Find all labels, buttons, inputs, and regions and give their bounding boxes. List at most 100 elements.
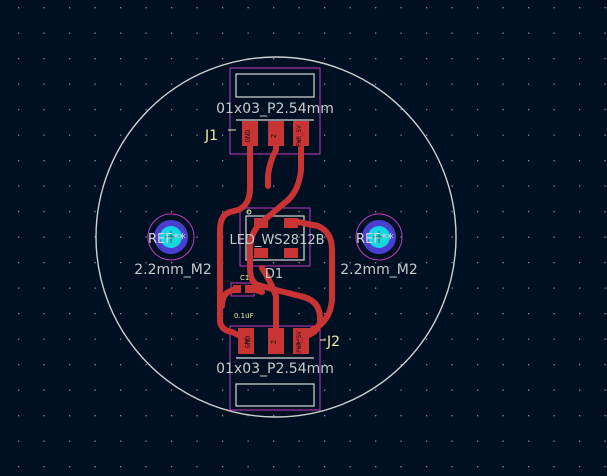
- grid-dot: [502, 466, 504, 468]
- grid-dot: [298, 313, 300, 315]
- grid-dot: [222, 466, 224, 468]
- grid-dot: [477, 7, 479, 9]
- grid-dot: [18, 440, 20, 442]
- grid-dot: [69, 83, 71, 85]
- pad-layer[interactable]: [233, 121, 309, 354]
- grid-dot: [579, 7, 581, 9]
- grid-dot: [502, 134, 504, 136]
- grid-dot: [145, 134, 147, 136]
- grid-dot: [579, 160, 581, 162]
- j1-pad-2: [268, 121, 284, 146]
- grid-dot: [196, 364, 198, 366]
- grid-dot: [451, 58, 453, 60]
- grid-dot: [579, 236, 581, 238]
- grid-dot: [171, 440, 173, 442]
- grid-dot: [477, 262, 479, 264]
- grid-dot: [222, 415, 224, 417]
- grid-dot: [579, 211, 581, 213]
- grid-dot: [120, 262, 122, 264]
- board-outline[interactable]: [95, 56, 457, 418]
- grid-dot: [298, 211, 300, 213]
- grid-dot: [43, 415, 45, 417]
- grid-dots: [18, 7, 606, 468]
- grid-dot: [247, 466, 249, 468]
- hole-right-ref: REF**: [356, 232, 394, 247]
- grid-dot: [426, 7, 428, 9]
- grid-dot: [349, 287, 351, 289]
- grid-dot: [145, 440, 147, 442]
- grid-dot: [120, 7, 122, 9]
- grid-dot: [196, 185, 198, 187]
- grid-dot: [451, 211, 453, 213]
- grid-dot: [375, 262, 377, 264]
- grid-dot: [120, 440, 122, 442]
- grid-dot: [94, 83, 96, 85]
- grid-dot: [604, 262, 606, 264]
- grid-dot: [94, 389, 96, 391]
- grid-dot: [375, 185, 377, 187]
- grid-dot: [553, 415, 555, 417]
- grid-dot: [18, 32, 20, 34]
- grid-dot: [477, 364, 479, 366]
- grid-dot: [579, 466, 581, 468]
- grid-dot: [145, 160, 147, 162]
- grid-dot: [553, 134, 555, 136]
- grid-dot: [247, 236, 249, 238]
- grid-dot: [171, 109, 173, 111]
- grid-dot: [120, 58, 122, 60]
- grid-dot: [400, 389, 402, 391]
- grid-dot: [426, 364, 428, 366]
- grid-dot: [604, 32, 606, 34]
- grid-dot: [604, 440, 606, 442]
- j2-pad-label-gnd: GND: [244, 336, 252, 349]
- grid-dot: [43, 313, 45, 315]
- grid-dot: [222, 440, 224, 442]
- grid-dot: [247, 211, 249, 213]
- grid-dot: [171, 415, 173, 417]
- grid-dot: [579, 389, 581, 391]
- grid-dot: [298, 236, 300, 238]
- grid-dot: [502, 389, 504, 391]
- grid-dot: [477, 415, 479, 417]
- grid-dot: [375, 440, 377, 442]
- grid-dot: [324, 185, 326, 187]
- grid-dot: [94, 32, 96, 34]
- grid-dot: [502, 287, 504, 289]
- grid-dot: [553, 32, 555, 34]
- grid-dot: [69, 134, 71, 136]
- grid-dot: [171, 313, 173, 315]
- grid-dot: [324, 440, 326, 442]
- grid-dot: [69, 338, 71, 340]
- grid-dot: [69, 440, 71, 442]
- cap-reference: C1: [240, 274, 249, 282]
- grid-dot: [273, 466, 275, 468]
- grid-dot: [553, 287, 555, 289]
- grid-dot: [528, 211, 530, 213]
- grid-dot: [502, 7, 504, 9]
- grid-dot: [502, 338, 504, 340]
- hole-left[interactable]: [154, 220, 188, 254]
- grid-dot: [43, 134, 45, 136]
- grid-dot: [94, 364, 96, 366]
- grid-dot: [579, 109, 581, 111]
- grid-dot: [18, 160, 20, 162]
- grid-dot: [94, 134, 96, 136]
- grid-dot: [18, 211, 20, 213]
- grid-dot: [145, 338, 147, 340]
- grid-dot: [18, 287, 20, 289]
- grid-dot: [451, 440, 453, 442]
- hole-right[interactable]: [362, 220, 396, 254]
- grid-dot: [273, 32, 275, 34]
- grid-dot: [43, 83, 45, 85]
- grid-dot: [553, 262, 555, 264]
- grid-dot: [477, 32, 479, 34]
- grid-dot: [273, 58, 275, 60]
- grid-dot: [120, 109, 122, 111]
- grid-dot: [94, 211, 96, 213]
- hole-left-courtyard: [147, 213, 195, 261]
- pad-labels: GND 2 PWR_5V 3 GND 2 PWR_5V 1: [244, 125, 303, 353]
- grid-dot: [349, 32, 351, 34]
- grid-dot: [18, 236, 20, 238]
- grid-dot: [171, 160, 173, 162]
